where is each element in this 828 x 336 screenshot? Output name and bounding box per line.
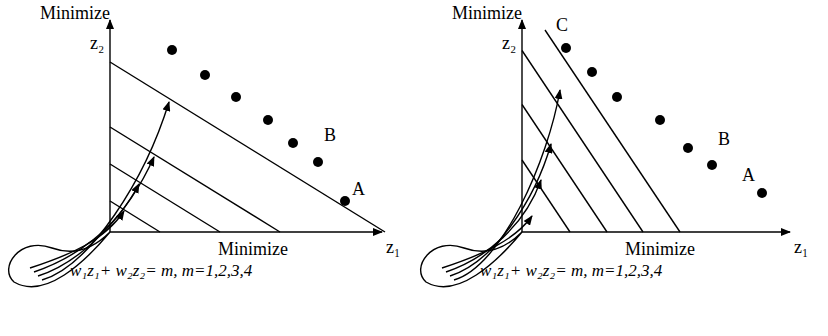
- point-label: C: [556, 16, 568, 36]
- left-pareto-points: [167, 45, 350, 206]
- point-label: A: [352, 180, 365, 200]
- axis-caption: Minimize: [625, 240, 695, 260]
- axis-name: z₂: [502, 34, 516, 54]
- axis-caption: Minimize: [452, 4, 522, 24]
- left-panel: [9, 20, 385, 287]
- right-panel: [421, 20, 790, 287]
- axis-caption: Minimize: [40, 4, 110, 24]
- point-label: B: [324, 126, 336, 146]
- right-pareto-points: [561, 43, 767, 198]
- equation: w₁z₁+ w₂z₂= m, m=1,2,3,4: [480, 262, 662, 281]
- axis-caption: Minimize: [218, 240, 288, 260]
- axis-name: z₁: [386, 238, 400, 258]
- point-label: A: [742, 166, 755, 186]
- axis-name: z₁: [794, 238, 808, 258]
- equation: w₁z₁+ w₂z₂= m, m=1,2,3,4: [70, 262, 252, 281]
- axis-name: z₂: [90, 34, 104, 54]
- point-label: B: [718, 130, 730, 150]
